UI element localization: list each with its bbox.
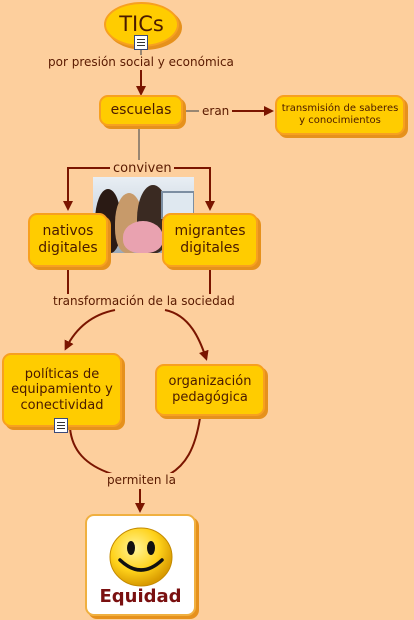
equidad-label: Equidad	[99, 586, 182, 607]
nativos-label: nativos digitales	[38, 223, 98, 256]
organizacion-node[interactable]: organización pedagógica	[155, 364, 265, 416]
escuelas-label: escuelas	[110, 102, 172, 119]
organizacion-label: organización pedagógica	[168, 374, 252, 405]
transmision-label: transmisión de saberes y conocimientos	[281, 103, 399, 126]
politicas-node[interactable]: políticas de equipamiento y conectividad	[2, 353, 122, 427]
link-presion: por presión social y económica	[46, 55, 236, 69]
tics-label: TICs	[119, 11, 164, 36]
document-icon[interactable]	[54, 418, 68, 433]
smiley-face-icon	[109, 527, 173, 587]
nativos-node[interactable]: nativos digitales	[28, 213, 108, 267]
politicas-label: políticas de equipamiento y conectividad	[11, 366, 113, 413]
link-permiten: permiten la	[105, 473, 178, 487]
transmision-node[interactable]: transmisión de saberes y conocimientos	[275, 95, 405, 135]
escuelas-node[interactable]: escuelas	[99, 95, 183, 126]
migrantes-node[interactable]: migrantes digitales	[162, 213, 258, 267]
migrantes-label: migrantes digitales	[174, 223, 246, 256]
document-icon[interactable]	[134, 35, 148, 50]
link-transformacion: transformación de la sociedad	[51, 294, 237, 308]
equidad-node[interactable]: Equidad	[85, 514, 196, 616]
link-conviven: conviven	[111, 161, 174, 176]
link-eran: eran	[200, 104, 232, 118]
